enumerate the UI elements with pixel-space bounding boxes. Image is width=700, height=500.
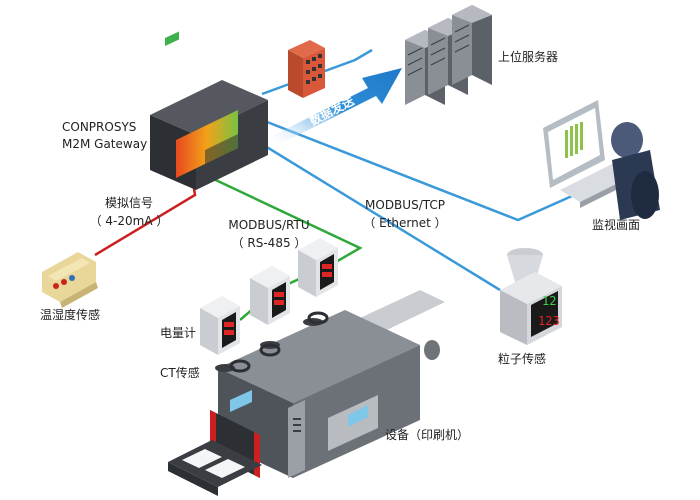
printing-machine-icon <box>168 290 445 496</box>
gateway-label-2: M2M Gateway <box>62 137 148 151</box>
power-meter-1 <box>200 296 240 355</box>
gateway-icon <box>150 31 268 190</box>
switch-icon <box>288 40 325 98</box>
analog-label-1: 模拟信号 <box>104 196 153 210</box>
monitor-workstation-icon <box>543 100 660 220</box>
tcp-label-1: MODBUS/TCP <box>365 198 445 212</box>
tcp-label-2: （ Ethernet ） <box>363 216 447 230</box>
particle-sensor-icon: 12 123 <box>500 248 562 345</box>
equipment-label: 设备（印刷机） <box>385 428 470 442</box>
tcp-line-to-particle <box>251 136 501 292</box>
ct-sensor-label: CT传感 <box>160 366 200 380</box>
temp-humidity-sensor-icon <box>42 252 98 308</box>
temp-humidity-label: 温湿度传感 <box>40 308 101 322</box>
server-icon <box>405 5 492 105</box>
rtu-label-2: （ RS-485 ） <box>231 236 307 250</box>
server-label: 上位服务器 <box>498 50 559 64</box>
power-meter-3 <box>298 238 338 297</box>
data-send-arrow <box>268 68 402 146</box>
monitor-label: 监视画面 <box>592 218 641 232</box>
particle-display-top: 12 <box>542 294 556 308</box>
power-meter-2 <box>250 266 290 325</box>
power-meter-label: 电量计 <box>160 326 197 340</box>
gateway-label-1: CONPROSYS <box>62 120 137 134</box>
analog-label-2: （ 4-20mA ） <box>89 214 169 228</box>
particle-sensor-label: 粒子传感 <box>498 352 547 366</box>
tcp-line-to-monitor <box>261 118 591 222</box>
rtu-label-1: MODBUS/RTU <box>228 218 310 232</box>
particle-display-bottom: 123 <box>538 314 560 328</box>
ct-sensor-icons <box>229 311 329 373</box>
power-meter-icons <box>200 238 338 355</box>
